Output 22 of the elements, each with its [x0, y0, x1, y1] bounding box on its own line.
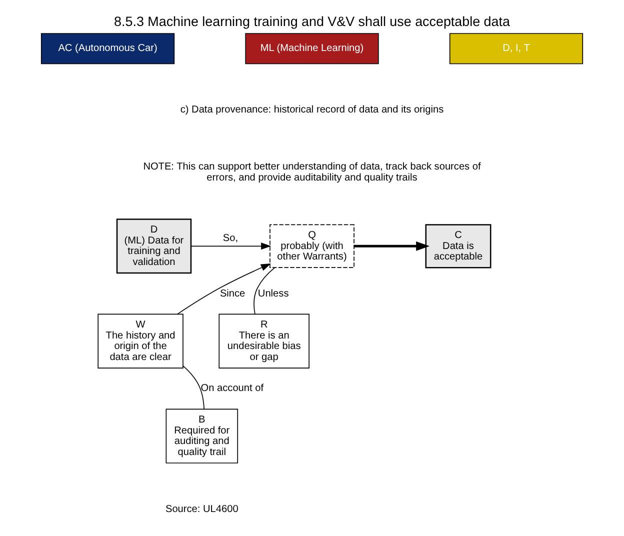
node-box: Q probably (with other Warrants): [270, 224, 354, 268]
edge-label: Since: [220, 288, 246, 300]
arrow: [190, 242, 272, 250]
node-box: B Required for auditing and quality trail: [166, 408, 238, 464]
node-box: D (ML) Data for training and validation: [116, 218, 192, 274]
label: c) Data provenance: historical record of data and its origins: [180, 104, 444, 116]
node-box: ML (Machine Learning): [245, 33, 379, 64]
node-box: R There is an undesirable bias or gap: [218, 314, 310, 368]
node-box: C Data is acceptable: [425, 224, 492, 268]
edge-label: Unless: [258, 288, 289, 300]
label: Source: UL4600: [165, 504, 238, 515]
node-box: D, I, T: [449, 33, 584, 64]
arrow: [354, 241, 430, 251]
node-box: W The history and origin of the data are clear: [98, 314, 184, 368]
diagram-title: 8.5.3 Machine learning training and V&V shall use acceptable data: [114, 14, 510, 29]
edge-label: So,: [222, 232, 238, 244]
connector: [182, 366, 204, 410]
arrow: [177, 264, 272, 314]
connector: [254, 267, 276, 315]
edge-label: On account of: [200, 383, 264, 394]
node-box: AC (Autonomous Car): [40, 33, 175, 64]
label: NOTE: This can support better understanding of data, track back sources of errors, and provide auditability and quality trails: [143, 161, 481, 184]
